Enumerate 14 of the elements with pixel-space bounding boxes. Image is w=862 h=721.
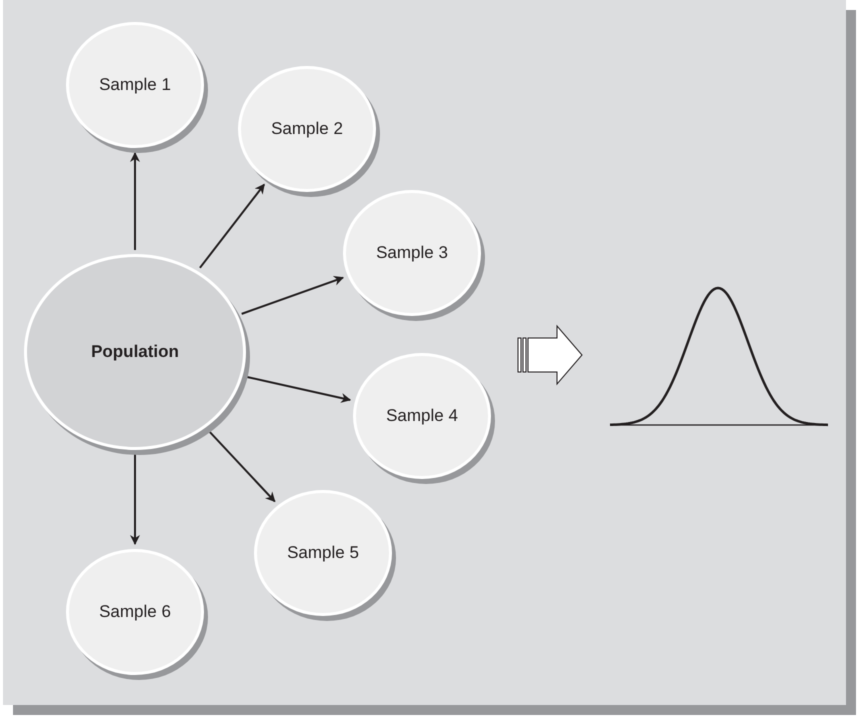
node-label: Population (91, 342, 179, 362)
arrow (241, 276, 344, 315)
node-label: Sample 6 (99, 602, 171, 622)
node-label: Sample 3 (376, 243, 448, 263)
node-label: Sample 5 (287, 543, 359, 563)
arrow (130, 152, 140, 250)
node-label: Sample 4 (386, 406, 458, 426)
arrow (246, 376, 352, 403)
arrow (130, 454, 140, 545)
block-arrow (518, 324, 583, 386)
arrow (199, 184, 265, 268)
node-label: Sample 2 (271, 119, 343, 139)
arrow (208, 430, 276, 502)
node-label: Sample 1 (99, 75, 171, 95)
